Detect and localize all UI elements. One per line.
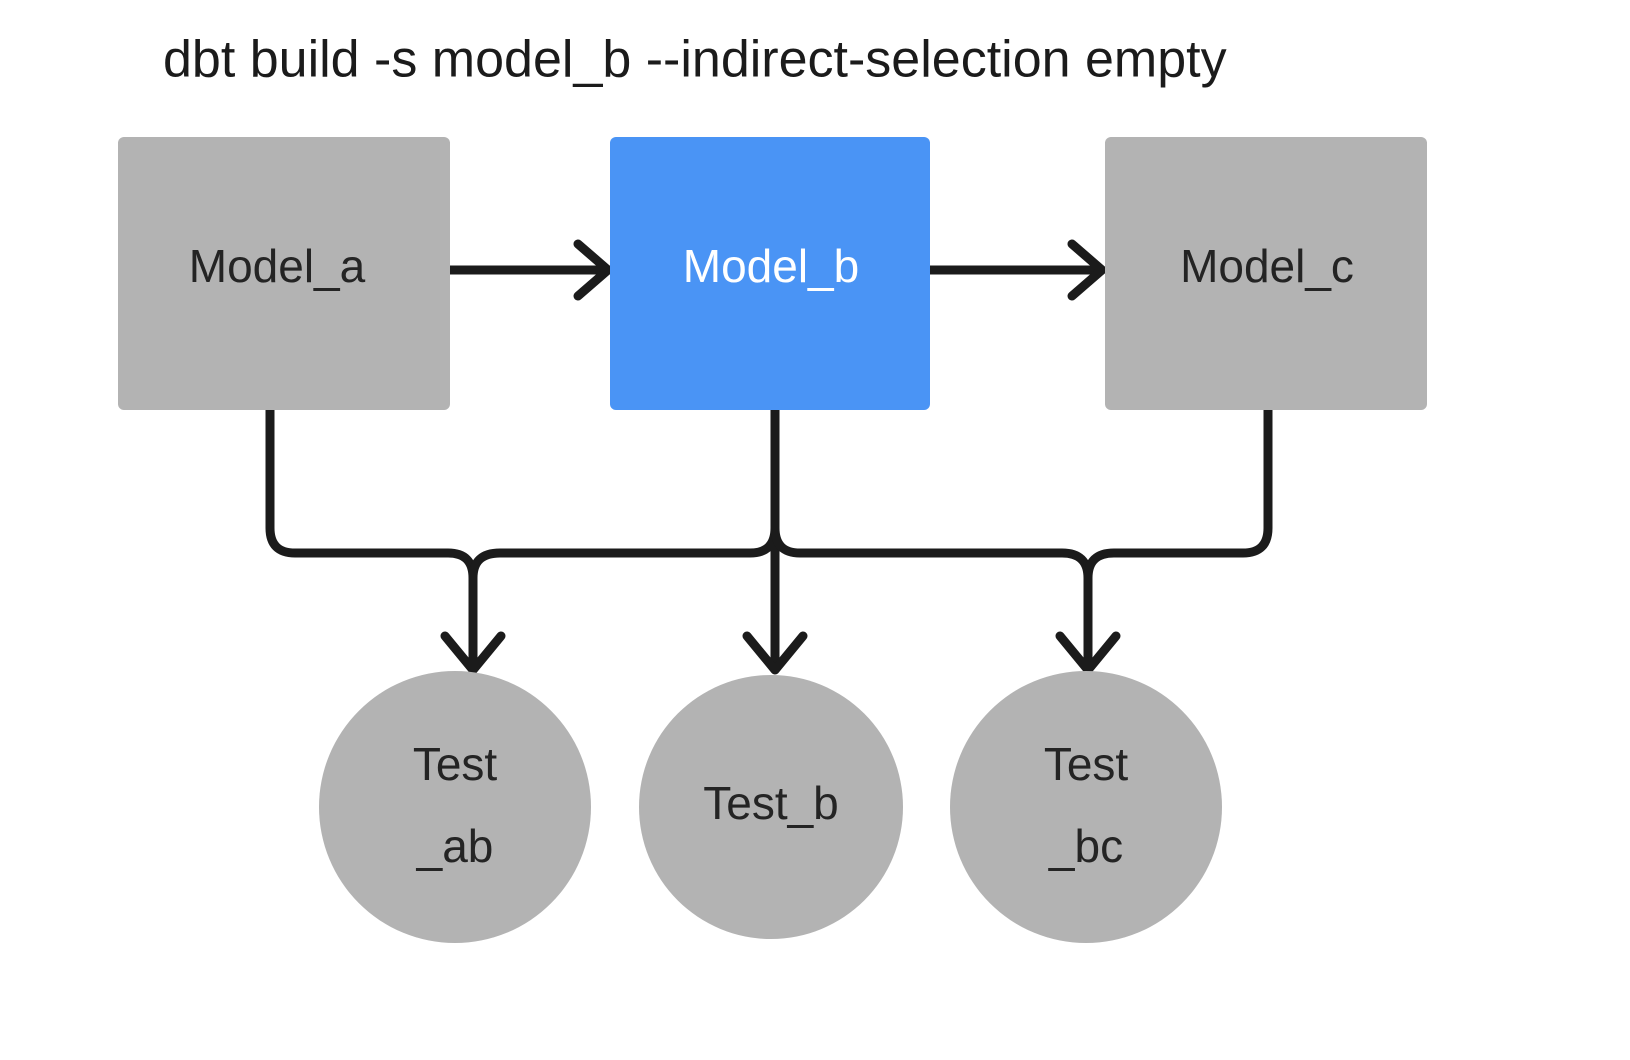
test_ab-circle[interactable] — [319, 671, 591, 943]
model_c-label: Model_c — [1180, 240, 1354, 292]
diagram-title: dbt build -s model_b --indirect-selectio… — [163, 31, 1227, 89]
test_b-circle[interactable] — [639, 675, 903, 939]
test_bc-label-line2: _bc — [1048, 820, 1123, 872]
model-node-model_a[interactable]: Model_a — [118, 137, 450, 410]
model_b-label: Model_b — [683, 240, 859, 292]
edge-model-a-to-model-b — [450, 239, 613, 301]
edge-model-b-to-test-bc — [770, 410, 1121, 675]
model_a-label: Model_a — [189, 240, 366, 292]
test-node-test_ab[interactable]: Test _ab — [319, 671, 591, 943]
model-node-model_b[interactable]: Model_b — [610, 137, 930, 410]
test_ab-label-line1: Test — [413, 738, 498, 790]
model_b-box[interactable] — [610, 137, 930, 410]
model-node-model_c[interactable]: Model_c — [1105, 137, 1427, 410]
edge-model-b-to-test-ab — [468, 410, 780, 579]
test-node-test_bc[interactable]: Test _bc — [950, 671, 1222, 943]
test_bc-circle[interactable] — [950, 671, 1222, 943]
model_c-box[interactable] — [1105, 137, 1427, 410]
test-node-test_b[interactable]: Test_b — [639, 675, 903, 939]
edge-model-b-to-model-c — [930, 239, 1107, 301]
edge-layer — [265, 239, 1273, 675]
test_bc-label-line1: Test — [1044, 738, 1129, 790]
test_b-label-line1: Test_b — [703, 777, 839, 829]
test_ab-label-line2: _ab — [416, 820, 494, 872]
edge-model-a-to-test-ab — [265, 410, 506, 675]
model_a-box[interactable] — [118, 137, 450, 410]
edge-model-c-to-test-bc — [1083, 410, 1273, 579]
